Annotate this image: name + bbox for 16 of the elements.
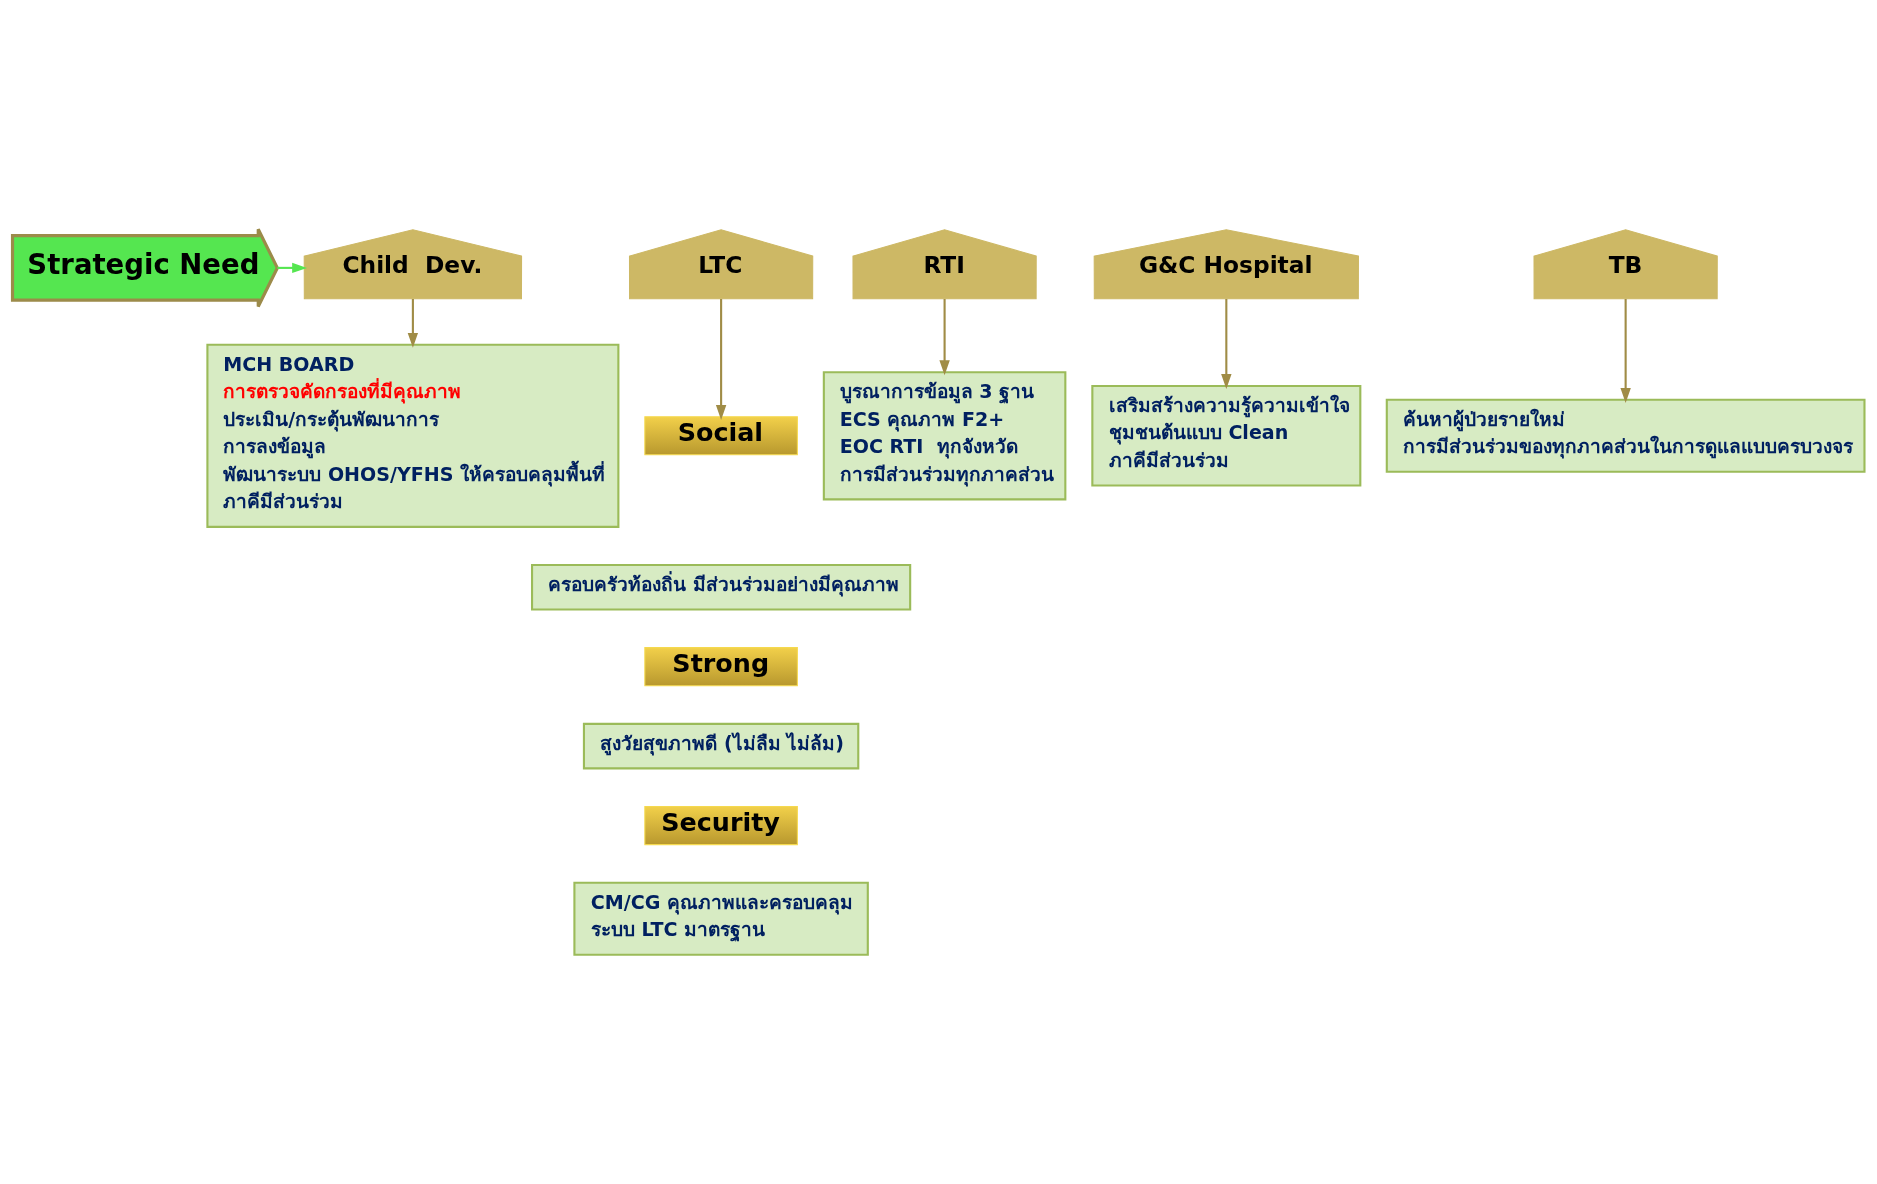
arrow: [277, 262, 307, 274]
arrow: [1620, 298, 1631, 403]
node-box: Social: [644, 416, 798, 456]
node-box: บูรณาการข้อมูล 3 ฐาน ECS คุณภาพ F2+ EOC RTI ทุกจังหวัด การมีส่วนร่วมทุกภาคส่วน: [822, 371, 1067, 501]
node-box: CM/CG คุณภาพและครอบคลุม ระบบ LTC มาตรฐาน: [573, 881, 869, 956]
node-box: Strong: [644, 647, 798, 687]
node-box: ค้นหาผู้ป่วยรายใหม่ การมีส่วนร่วมของทุกภาคส่วนในการดูแลแบบครบวงจร: [1385, 398, 1866, 473]
node-box: ครอบครัวท้องถิ่น มีส่วนร่วมอย่างมีคุณภาพ: [531, 563, 912, 611]
node-box: สูงวัยสุขภาพดี (ไม่ลืม ไม่ล้ม): [582, 722, 860, 770]
arrow: [939, 298, 950, 376]
node-box: เสริมสร้างความรู้ความเข้าใจ ชุมชนต้นแบบ Clean ภาคีมีส่วนร่วม: [1091, 384, 1362, 487]
node-box: MCH BOARD การตรวจคัดกรองที่มีคุณภาพ ประเมิน/กระตุ้นพัฒนาการ การลงข้อมูล พัฒนาระบบ OHOS/YFHS ให้ครอบคลุมพื้นที่ ภาคีมีส่วนร่วม: [206, 343, 620, 528]
arrow: [1221, 298, 1232, 389]
arrow: [715, 298, 727, 420]
arrow: [407, 298, 419, 348]
node-box: Security: [644, 805, 798, 846]
